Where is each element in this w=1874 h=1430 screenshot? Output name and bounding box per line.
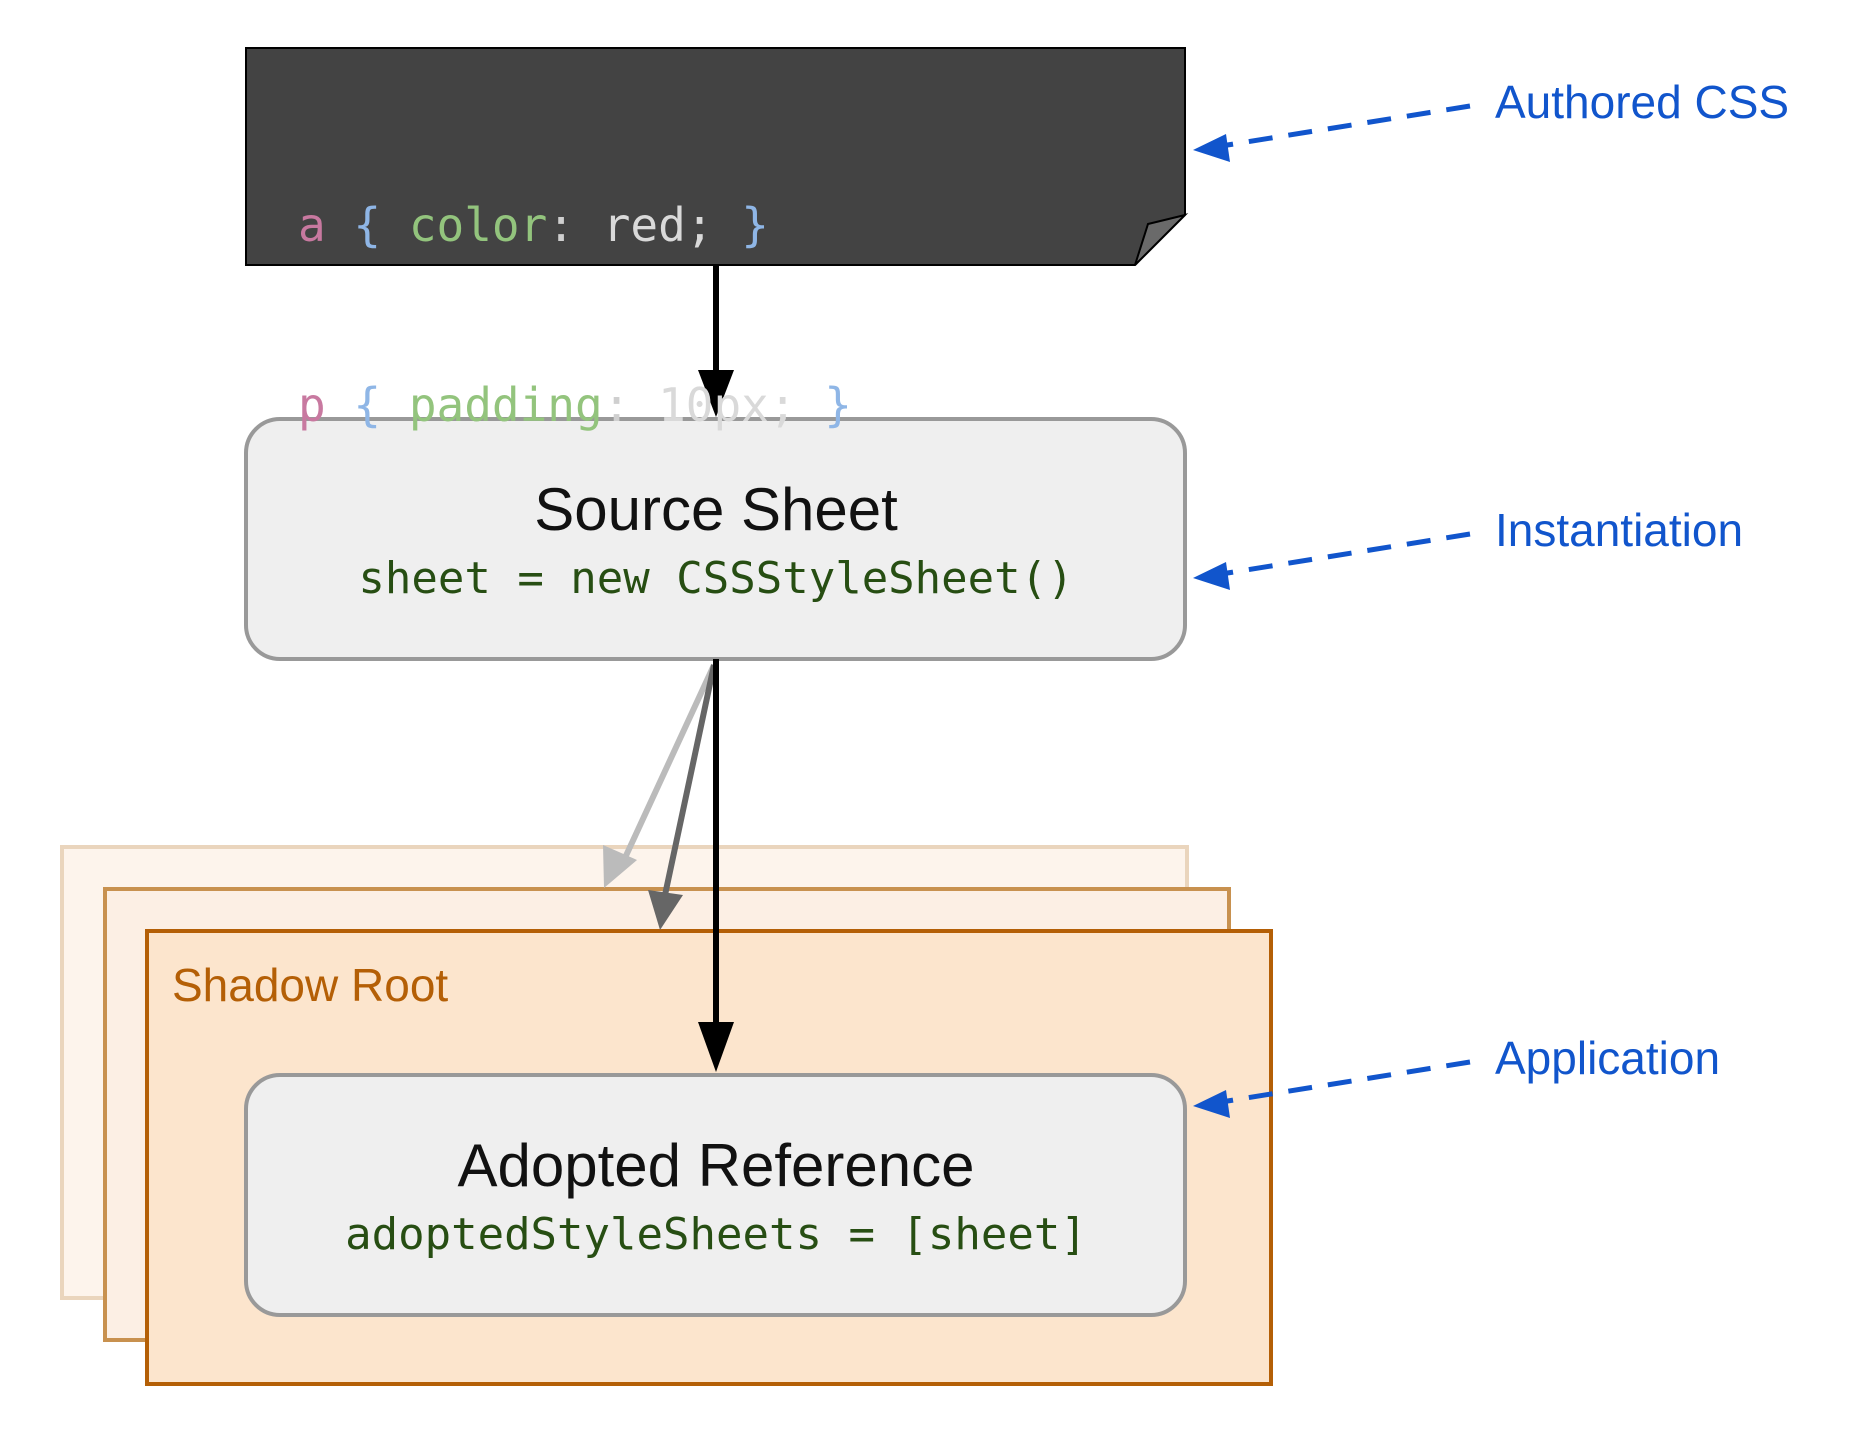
code-brace-open: { [353,198,382,252]
source-sheet-title: Source Sheet [534,476,898,543]
code-property: padding [408,378,603,432]
arrow-to-back-root [621,663,717,862]
code-line-1: a { color: red; } [298,195,852,255]
callout-line-instantiation [1214,531,1471,578]
code-selector: a [298,198,326,252]
arrowhead-adopted [698,1022,734,1072]
arrowhead-source [698,370,734,417]
code-value: 10px; [658,378,797,432]
adopted-reference-code: adoptedStyleSheets = [sheet] [345,1209,1087,1260]
adopted-reference-title: Adopted Reference [457,1132,975,1199]
code-brace-open: { [353,378,382,432]
code-line-2: p { padding: 10px; } [298,375,852,435]
code-selector: p [298,378,326,432]
shadow-root-label: Shadow Root [172,959,449,1011]
code-property: color [408,198,548,252]
card-fold [1134,213,1189,266]
adopted-reference-box [244,1073,1187,1317]
code-colon: : [602,378,631,432]
code-value: red; [602,198,714,252]
callout-arrowhead-instantiation [1193,562,1230,590]
code-colon: : [547,198,575,252]
callout-arrowhead-authored [1193,134,1230,162]
callout-application: Application [1495,1032,1721,1084]
source-sheet-code: sheet = new CSSStyleSheet() [358,553,1074,604]
code-brace-close: } [824,378,852,432]
authored-css-code: a { color: red; } p { padding: 10px; } [298,75,852,495]
callout-arrowhead-application [1193,1090,1230,1118]
arrow-to-middle-root [662,664,717,896]
callout-authored-css: Authored CSS [1495,76,1790,128]
arrowhead-back-root [603,845,637,888]
callout-line-authored [1214,103,1471,150]
callout-line-application [1214,1059,1471,1106]
arrowhead-middle-root [648,890,683,930]
callout-instantiation: Instantiation [1495,504,1744,556]
code-brace-close: } [741,198,769,252]
